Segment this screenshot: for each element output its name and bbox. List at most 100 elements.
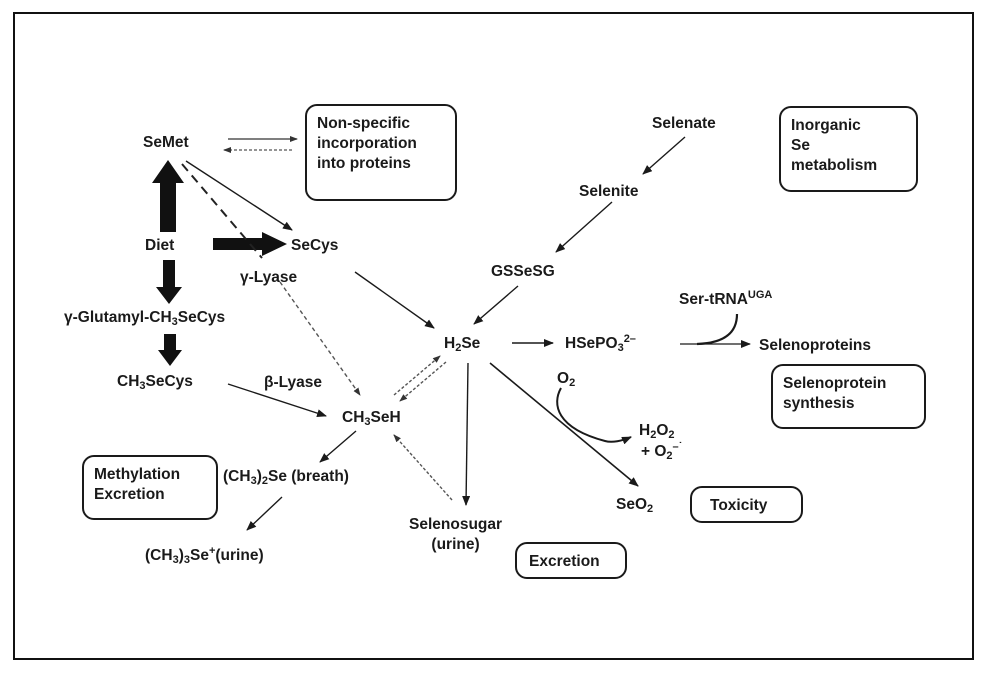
arrow-ch3seh-to-dimethylselenide: [319, 430, 357, 463]
arrow-o2-to-h2o2: [556, 387, 632, 445]
superscript: –˙: [672, 441, 683, 453]
subscript: 2: [261, 475, 268, 487]
node-selenate: Selenate: [652, 115, 716, 132]
box-line: into proteins: [317, 155, 411, 173]
box-line: Selenoprotein: [783, 375, 887, 392]
text: Selenosugar: [409, 516, 503, 533]
node-seo2: SeO2: [616, 496, 653, 515]
node-secys: SeCys: [291, 237, 339, 254]
subscript: 3: [364, 416, 371, 428]
text: SeCys: [145, 373, 193, 390]
node-gamma-glutamyl-ch3secys: γ-Glutamyl-CH3SeCys: [64, 309, 226, 328]
subscript: 3: [183, 554, 190, 566]
node-o2: O2: [557, 370, 576, 389]
box-line: Inorganic: [791, 117, 861, 134]
node-selenoproteins: Selenoproteins: [759, 337, 871, 354]
node-hsepo3: HSePO32–: [565, 333, 636, 354]
subscript: 3: [139, 380, 146, 392]
text: Se: [189, 547, 209, 564]
box-line: Toxicity: [710, 497, 768, 514]
subscript: 3: [250, 475, 257, 487]
arrow-glutamyl-to-ch3secys: [158, 334, 182, 366]
node-h2se: H2Se: [444, 335, 481, 354]
box-nonspecific-incorporation: Non-specific incorporation into proteins: [305, 104, 457, 201]
subscript: 2: [569, 377, 576, 389]
node-ch3secys: CH3SeCys: [117, 373, 193, 392]
box-selenoprotein-synthesis: Selenoprotein synthesis: [771, 364, 926, 429]
node-diet: Diet: [145, 237, 175, 254]
subscript: 3: [617, 342, 624, 354]
arrow-h2se-to-ch3seh: [399, 361, 447, 402]
arrow-selenate-to-selenite: [642, 136, 686, 175]
box-line: Se: [791, 137, 810, 155]
node-selenite: Selenite: [579, 183, 639, 200]
text: Ser-tRNA: [679, 291, 748, 308]
box-excretion: Excretion: [515, 542, 627, 579]
node-gssesg: GSSeSG: [491, 263, 555, 280]
arrow-gssesg-to-h2se: [473, 285, 519, 325]
arrow-h2se-to-seo2: [489, 362, 639, 487]
text: (CH: [223, 468, 251, 485]
text: H: [444, 335, 456, 352]
node-dimethylselenide: (CH3)2Se (breath): [223, 468, 349, 487]
text: HSePO: [565, 335, 618, 352]
arrow-selenosugar-to-ch3seh: [393, 434, 453, 501]
node-ch3seh: CH3SeH: [342, 409, 401, 428]
arrow-ch3seh-to-h2se: [393, 355, 441, 396]
box-line: incorporation: [317, 135, 417, 153]
box-line: metabolism: [791, 157, 878, 175]
text: CH: [342, 409, 365, 426]
node-semet: SeMet: [143, 134, 189, 151]
arrow-selenite-to-gssesg: [555, 201, 613, 253]
text: (CH: [145, 547, 173, 564]
subscript: 2: [668, 429, 675, 441]
text: SeH: [370, 409, 401, 426]
subscript: 2: [455, 342, 462, 354]
node-superoxide: + O2–˙: [641, 441, 683, 462]
arrow-semet-to-secys: [185, 160, 293, 231]
arrow-secys-to-h2se: [354, 271, 435, 329]
arrow-ch3secys-to-ch3seh: [227, 383, 327, 418]
text: O: [656, 422, 669, 439]
arrow-ser-trna-curve: [696, 313, 739, 346]
box-line: synthesis: [783, 395, 855, 413]
box-line: Non-specific: [317, 115, 411, 132]
subscript: 2: [650, 429, 657, 441]
superscript: +: [208, 545, 216, 557]
text: (urine): [431, 536, 480, 554]
label-beta-lyase: β-Lyase: [264, 374, 322, 391]
text: H: [639, 422, 651, 439]
text: ): [178, 547, 184, 564]
node-ser-trna: Ser-tRNAUGA: [679, 289, 773, 308]
arrow-diet-to-semet: [152, 160, 184, 232]
superscript: UGA: [747, 289, 773, 301]
node-selenosugar: Selenosugar (urine): [409, 515, 502, 555]
box-inorganic-se-metabolism: Inorganic Se metabolism: [779, 106, 918, 192]
text: (urine): [215, 547, 264, 564]
arrow-semet-to-ch3seh-dashed: [181, 163, 263, 259]
text: Se (breath): [267, 468, 349, 485]
box-line: Excretion: [94, 486, 165, 504]
text: ): [256, 468, 262, 485]
arrow-gamma-lyase-dashed: [279, 281, 361, 396]
label-gamma-lyase: γ-Lyase: [240, 269, 298, 286]
text: CH: [117, 373, 140, 390]
subscript: 2: [666, 450, 673, 462]
box-methylation-excretion: Methylation Excretion: [82, 455, 218, 520]
node-h2o2: H2O2: [639, 422, 675, 441]
arrow-diet-to-secys: [213, 232, 287, 256]
arrow-diet-to-glutamyl: [156, 260, 182, 304]
text: SeO: [616, 496, 648, 513]
text: SeCys: [177, 309, 226, 326]
text: O: [557, 370, 570, 387]
subscript: 3: [172, 554, 179, 566]
text: Se: [461, 335, 481, 352]
superscript: 2–: [623, 333, 636, 345]
box-toxicity: Toxicity: [690, 486, 803, 523]
arrow-h2se-to-selenosugar: [462, 362, 471, 506]
box-line: Methylation: [94, 466, 181, 483]
node-trimethylselenonium: (CH3)3Se+(urine): [145, 545, 264, 566]
text: + O: [641, 443, 667, 460]
arrow-dimethylselenide-to-trimethylselenonium: [246, 496, 283, 531]
